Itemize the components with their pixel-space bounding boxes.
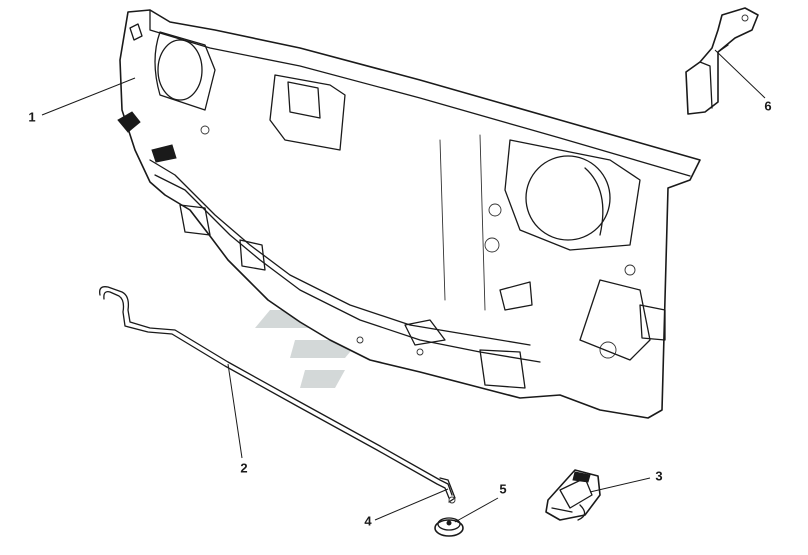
front-panel [117,9,701,419]
callout-5-label: 5 [499,481,507,497]
callout-4-label: 4 [364,513,372,529]
callout-3-label: 3 [655,468,663,484]
callout-2-label: 2 [240,460,248,476]
callout-6-label: 6 [764,98,772,114]
leader-2 [227,363,243,459]
leader-6 [714,49,766,99]
leader-3 [589,477,651,493]
side-bracket [685,7,759,115]
callout-1-label: 1 [28,109,36,125]
rubber-bumper [434,517,464,537]
leader-lines [41,49,766,523]
leader-5 [454,497,499,523]
hood-release-rod [99,286,453,499]
leader-4 [374,488,449,521]
hood-lock [545,469,601,521]
leader-1 [41,77,136,116]
rod-end-clip [439,477,456,504]
